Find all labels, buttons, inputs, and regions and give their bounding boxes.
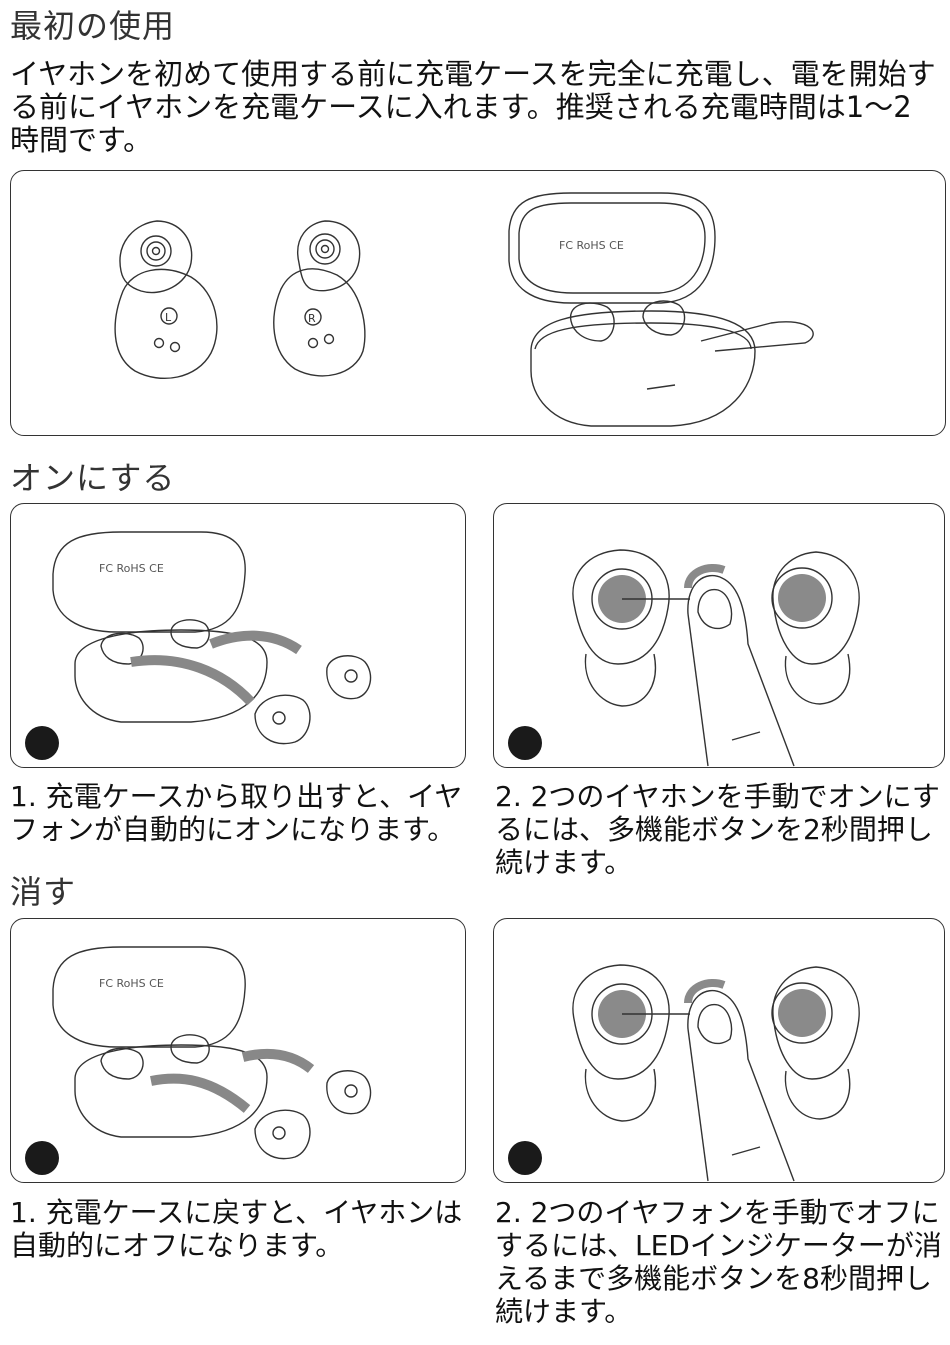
svg-text:FC RoHS CE: FC RoHS CE bbox=[99, 562, 164, 575]
earbud-right-icon: R bbox=[274, 221, 365, 376]
step-dot-icon bbox=[25, 726, 59, 760]
first-use-paragraph: イヤホンを初めて使用する前に充電ケースを完全に充電し、電を開始する前にイヤホンを… bbox=[10, 58, 940, 157]
section-heading-first-use: 最初の使用 bbox=[10, 10, 175, 42]
svg-text:FC RoHS CE: FC RoHS CE bbox=[559, 239, 624, 252]
turn-on-step1-caption: 1. 充電ケースから取り出すと、イヤフォンが自動的にオンになります。 bbox=[10, 780, 470, 846]
section-heading-turn-on: オンにする bbox=[10, 462, 175, 494]
step-dot-icon bbox=[508, 726, 542, 760]
turn-off-step2-caption: 2. 2つのイヤフォンを手動でオフにするには、LEDインジケーターが消えるまで多… bbox=[495, 1196, 945, 1328]
turn-off-step1-caption: 1. 充電ケースに戻すと、イヤホンは自動的にオフになります。 bbox=[10, 1196, 470, 1262]
multifunction-button-right bbox=[778, 989, 826, 1037]
svg-text:FC RoHS CE: FC RoHS CE bbox=[99, 977, 164, 990]
first-use-illustration-panel: L R FC RoHS CE bbox=[10, 170, 946, 436]
charging-case-icon: FC RoHS CE bbox=[509, 193, 813, 426]
case-remove-illustration: FC RoHS CE bbox=[11, 504, 466, 768]
turn-on-step2-caption: 2. 2つのイヤホンを手動でオンにするには、多機能ボタンを2秒間押し続けます。 bbox=[495, 780, 945, 879]
turn-on-step1-panel: FC RoHS CE bbox=[10, 503, 466, 768]
section-heading-turn-off: 消す bbox=[10, 876, 76, 908]
svg-text:R: R bbox=[308, 312, 316, 325]
button-hold-illustration bbox=[494, 919, 945, 1183]
earbud-left-icon: L bbox=[115, 221, 217, 378]
turn-off-step2-panel bbox=[493, 918, 945, 1183]
case-return-illustration: FC RoHS CE bbox=[11, 919, 466, 1183]
step-dot-icon bbox=[508, 1141, 542, 1175]
turn-on-step2-panel bbox=[493, 503, 945, 768]
multifunction-button-right bbox=[778, 574, 826, 622]
button-press-illustration bbox=[494, 504, 945, 768]
step-dot-icon bbox=[25, 1141, 59, 1175]
svg-text:L: L bbox=[165, 311, 172, 324]
turn-off-step1-panel: FC RoHS CE bbox=[10, 918, 466, 1183]
